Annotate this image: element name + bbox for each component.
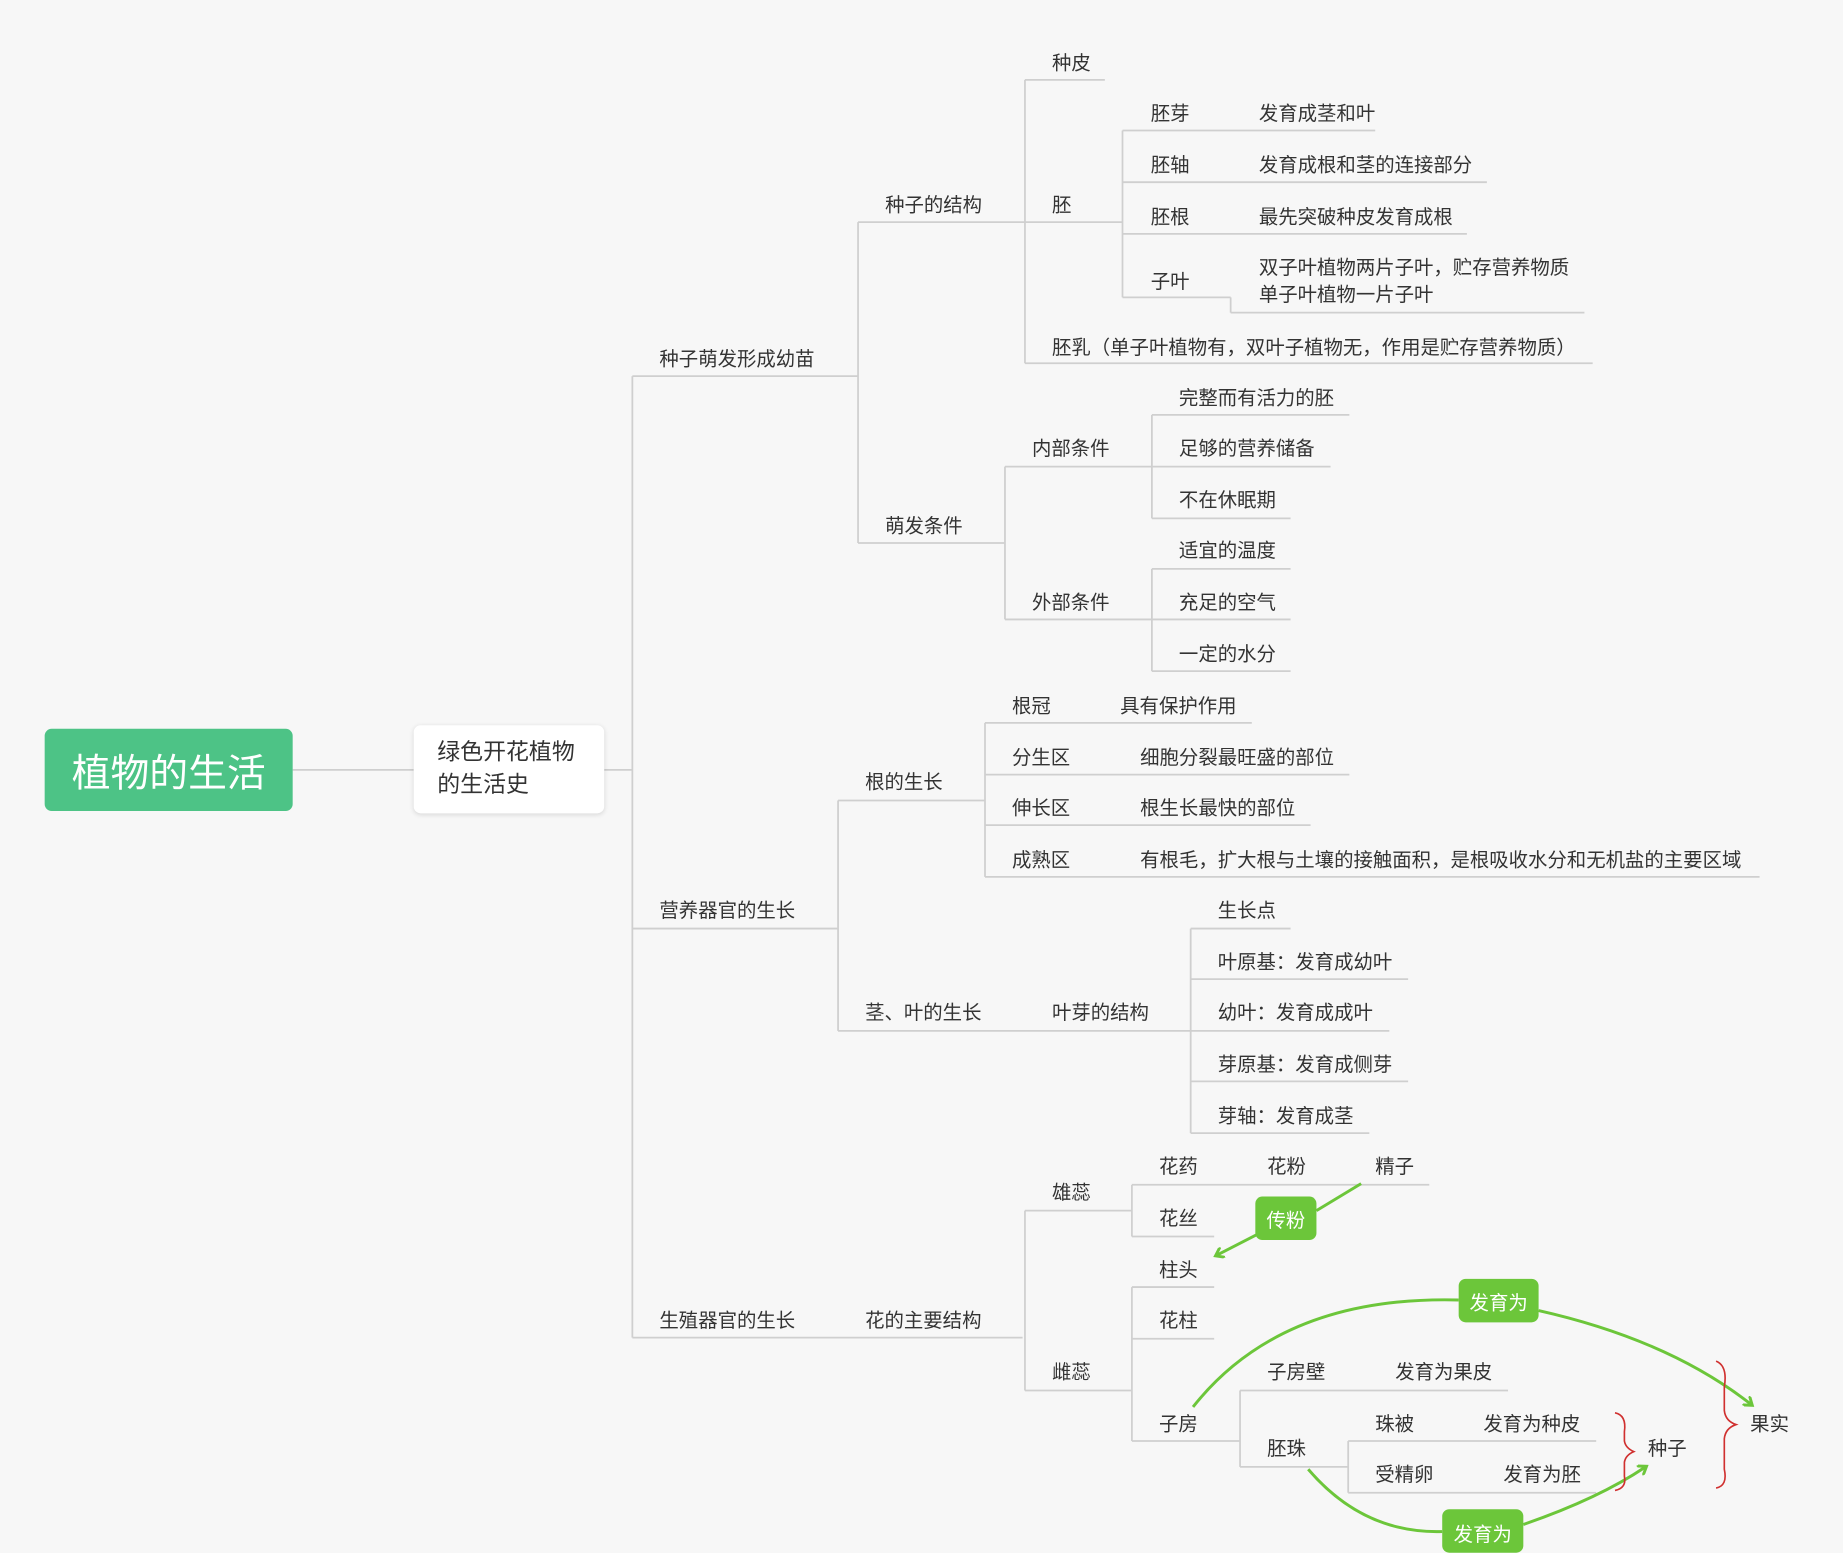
- node-pistil[interactable]: 雌蕊: [1051, 1361, 1091, 1384]
- node-hypocotyl-desc[interactable]: 发育成根和茎的连接部分: [1258, 153, 1473, 177]
- node-style[interactable]: 花柱: [1158, 1309, 1198, 1332]
- node-seed-germination[interactable]: 种子萌发形成幼苗: [659, 347, 815, 371]
- node-external-item[interactable]: 适宜的温度: [1178, 539, 1276, 562]
- node-plumule-desc[interactable]: 发育成茎和叶: [1258, 102, 1376, 125]
- node-leaf-bud-structure[interactable]: 叶芽的结构: [1051, 1001, 1149, 1024]
- node-seed[interactable]: 种子: [1647, 1437, 1687, 1460]
- node-ovary[interactable]: 子房: [1158, 1412, 1198, 1436]
- seed-brace: [1614, 1412, 1636, 1492]
- node-fruit[interactable]: 果实: [1750, 1412, 1789, 1436]
- ovary-to-fruit-arrow-head: [1538, 1309, 1752, 1405]
- node-cotyledon-desc-2[interactable]: 单子叶植物一片子叶: [1258, 283, 1434, 306]
- node-endosperm[interactable]: 胚乳（单子叶植物有，双叶子植物无，作用是贮存营养物质）: [1051, 336, 1576, 359]
- node-zygote-desc[interactable]: 发育为胚: [1503, 1463, 1581, 1486]
- fruit-brace: [1715, 1360, 1739, 1489]
- node-root-zone-desc[interactable]: 有根毛，扩大根与土壤的接触面积，是根吸收水分和无机盐的主要区域: [1140, 848, 1742, 871]
- node-external-conditions[interactable]: 外部条件: [1032, 591, 1110, 614]
- node-vegetative-growth[interactable]: 营养器官的生长: [659, 899, 796, 922]
- node-reproductive-growth[interactable]: 生殖器官的生长: [659, 1309, 796, 1332]
- node-filament[interactable]: 花丝: [1158, 1207, 1198, 1230]
- node-bud-item[interactable]: 生长点: [1217, 899, 1276, 922]
- node-bud-item[interactable]: 幼叶：发育成成叶: [1217, 1001, 1373, 1024]
- node-external-item[interactable]: 充足的空气: [1178, 591, 1276, 614]
- node-root-zone-desc[interactable]: 具有保护作用: [1120, 694, 1237, 717]
- node-root-zone-desc[interactable]: 根生长最快的部位: [1140, 796, 1296, 820]
- node-seed-coat[interactable]: 种皮: [1051, 51, 1091, 75]
- node-cotyledon-desc-1[interactable]: 双子叶植物两片子叶，贮存营养物质: [1258, 256, 1570, 279]
- node-internal-item[interactable]: 不在休眠期: [1178, 488, 1276, 512]
- node-anther[interactable]: 花药: [1158, 1155, 1198, 1178]
- node-root-zone[interactable]: 根冠: [1012, 694, 1051, 717]
- node-stem-leaf-growth[interactable]: 茎、叶的生长: [865, 1001, 982, 1024]
- node-bud-item[interactable]: 芽轴：发育成茎: [1217, 1104, 1354, 1128]
- ovule-to-seed-arrow-head: [1522, 1467, 1645, 1526]
- develops-into-badge-top[interactable]: 发育为: [1458, 1278, 1539, 1323]
- node-germination-conditions[interactable]: 萌发条件: [885, 514, 963, 538]
- node-zygote[interactable]: 受精卵: [1375, 1463, 1434, 1486]
- ovary-to-fruit-arrow: [1191, 1298, 1459, 1408]
- node-external-item[interactable]: 一定的水分: [1178, 642, 1276, 666]
- node-embryo[interactable]: 胚: [1051, 193, 1072, 217]
- node-bud-item[interactable]: 芽原基：发育成侧芽: [1217, 1053, 1393, 1076]
- node-integument-desc[interactable]: 发育为种皮: [1483, 1412, 1581, 1436]
- node-sperm[interactable]: 精子: [1375, 1155, 1415, 1178]
- node-seed-structure[interactable]: 种子的结构: [885, 193, 983, 217]
- node-flower-structure[interactable]: 花的主要结构: [865, 1309, 982, 1332]
- node-radicle-desc[interactable]: 最先突破种皮发育成根: [1258, 205, 1453, 229]
- node-internal-conditions[interactable]: 内部条件: [1032, 437, 1110, 460]
- node-cotyledon[interactable]: 子叶: [1150, 270, 1190, 293]
- node-root-zone[interactable]: 分生区: [1012, 746, 1071, 769]
- node-hypocotyl[interactable]: 胚轴: [1150, 153, 1190, 177]
- node-root-zone[interactable]: 伸长区: [1012, 796, 1071, 820]
- node-root-zone-desc[interactable]: 细胞分裂最旺盛的部位: [1140, 746, 1335, 769]
- node-ovary-wall-desc[interactable]: 发育为果皮: [1395, 1361, 1493, 1384]
- node-radicle[interactable]: 胚根: [1150, 205, 1190, 229]
- root-node[interactable]: 植物的生活: [44, 728, 293, 812]
- node-root-zone[interactable]: 成熟区: [1012, 848, 1071, 871]
- ovule-to-seed-arrow: [1307, 1468, 1443, 1534]
- node-stamen[interactable]: 雄蕊: [1051, 1181, 1091, 1204]
- node-ovule[interactable]: 胚珠: [1267, 1437, 1306, 1460]
- pollination-arrow-head: [1217, 1232, 1259, 1255]
- node-pollen[interactable]: 花粉: [1267, 1155, 1306, 1178]
- pollination-arrow: [1315, 1182, 1362, 1212]
- node-ovary-wall[interactable]: 子房壁: [1267, 1361, 1326, 1384]
- topic-line-1: 绿色开花植物: [437, 738, 575, 766]
- node-internal-item[interactable]: 完整而有活力的胚: [1178, 386, 1335, 410]
- topic-line-2: 的生活史: [437, 771, 529, 799]
- node-plumule[interactable]: 胚芽: [1150, 102, 1190, 125]
- node-integument[interactable]: 珠被: [1375, 1412, 1415, 1436]
- topic-node[interactable]: 绿色开花植物 的生活史: [413, 725, 605, 814]
- node-internal-item[interactable]: 足够的营养储备: [1178, 437, 1315, 460]
- pollination-badge[interactable]: 传粉: [1255, 1196, 1317, 1241]
- node-bud-item[interactable]: 叶原基：发育成幼叶: [1217, 950, 1393, 974]
- node-root-growth[interactable]: 根的生长: [865, 771, 943, 794]
- develops-into-badge-bottom[interactable]: 发育为: [1442, 1509, 1524, 1553]
- node-stigma[interactable]: 柱头: [1158, 1258, 1198, 1282]
